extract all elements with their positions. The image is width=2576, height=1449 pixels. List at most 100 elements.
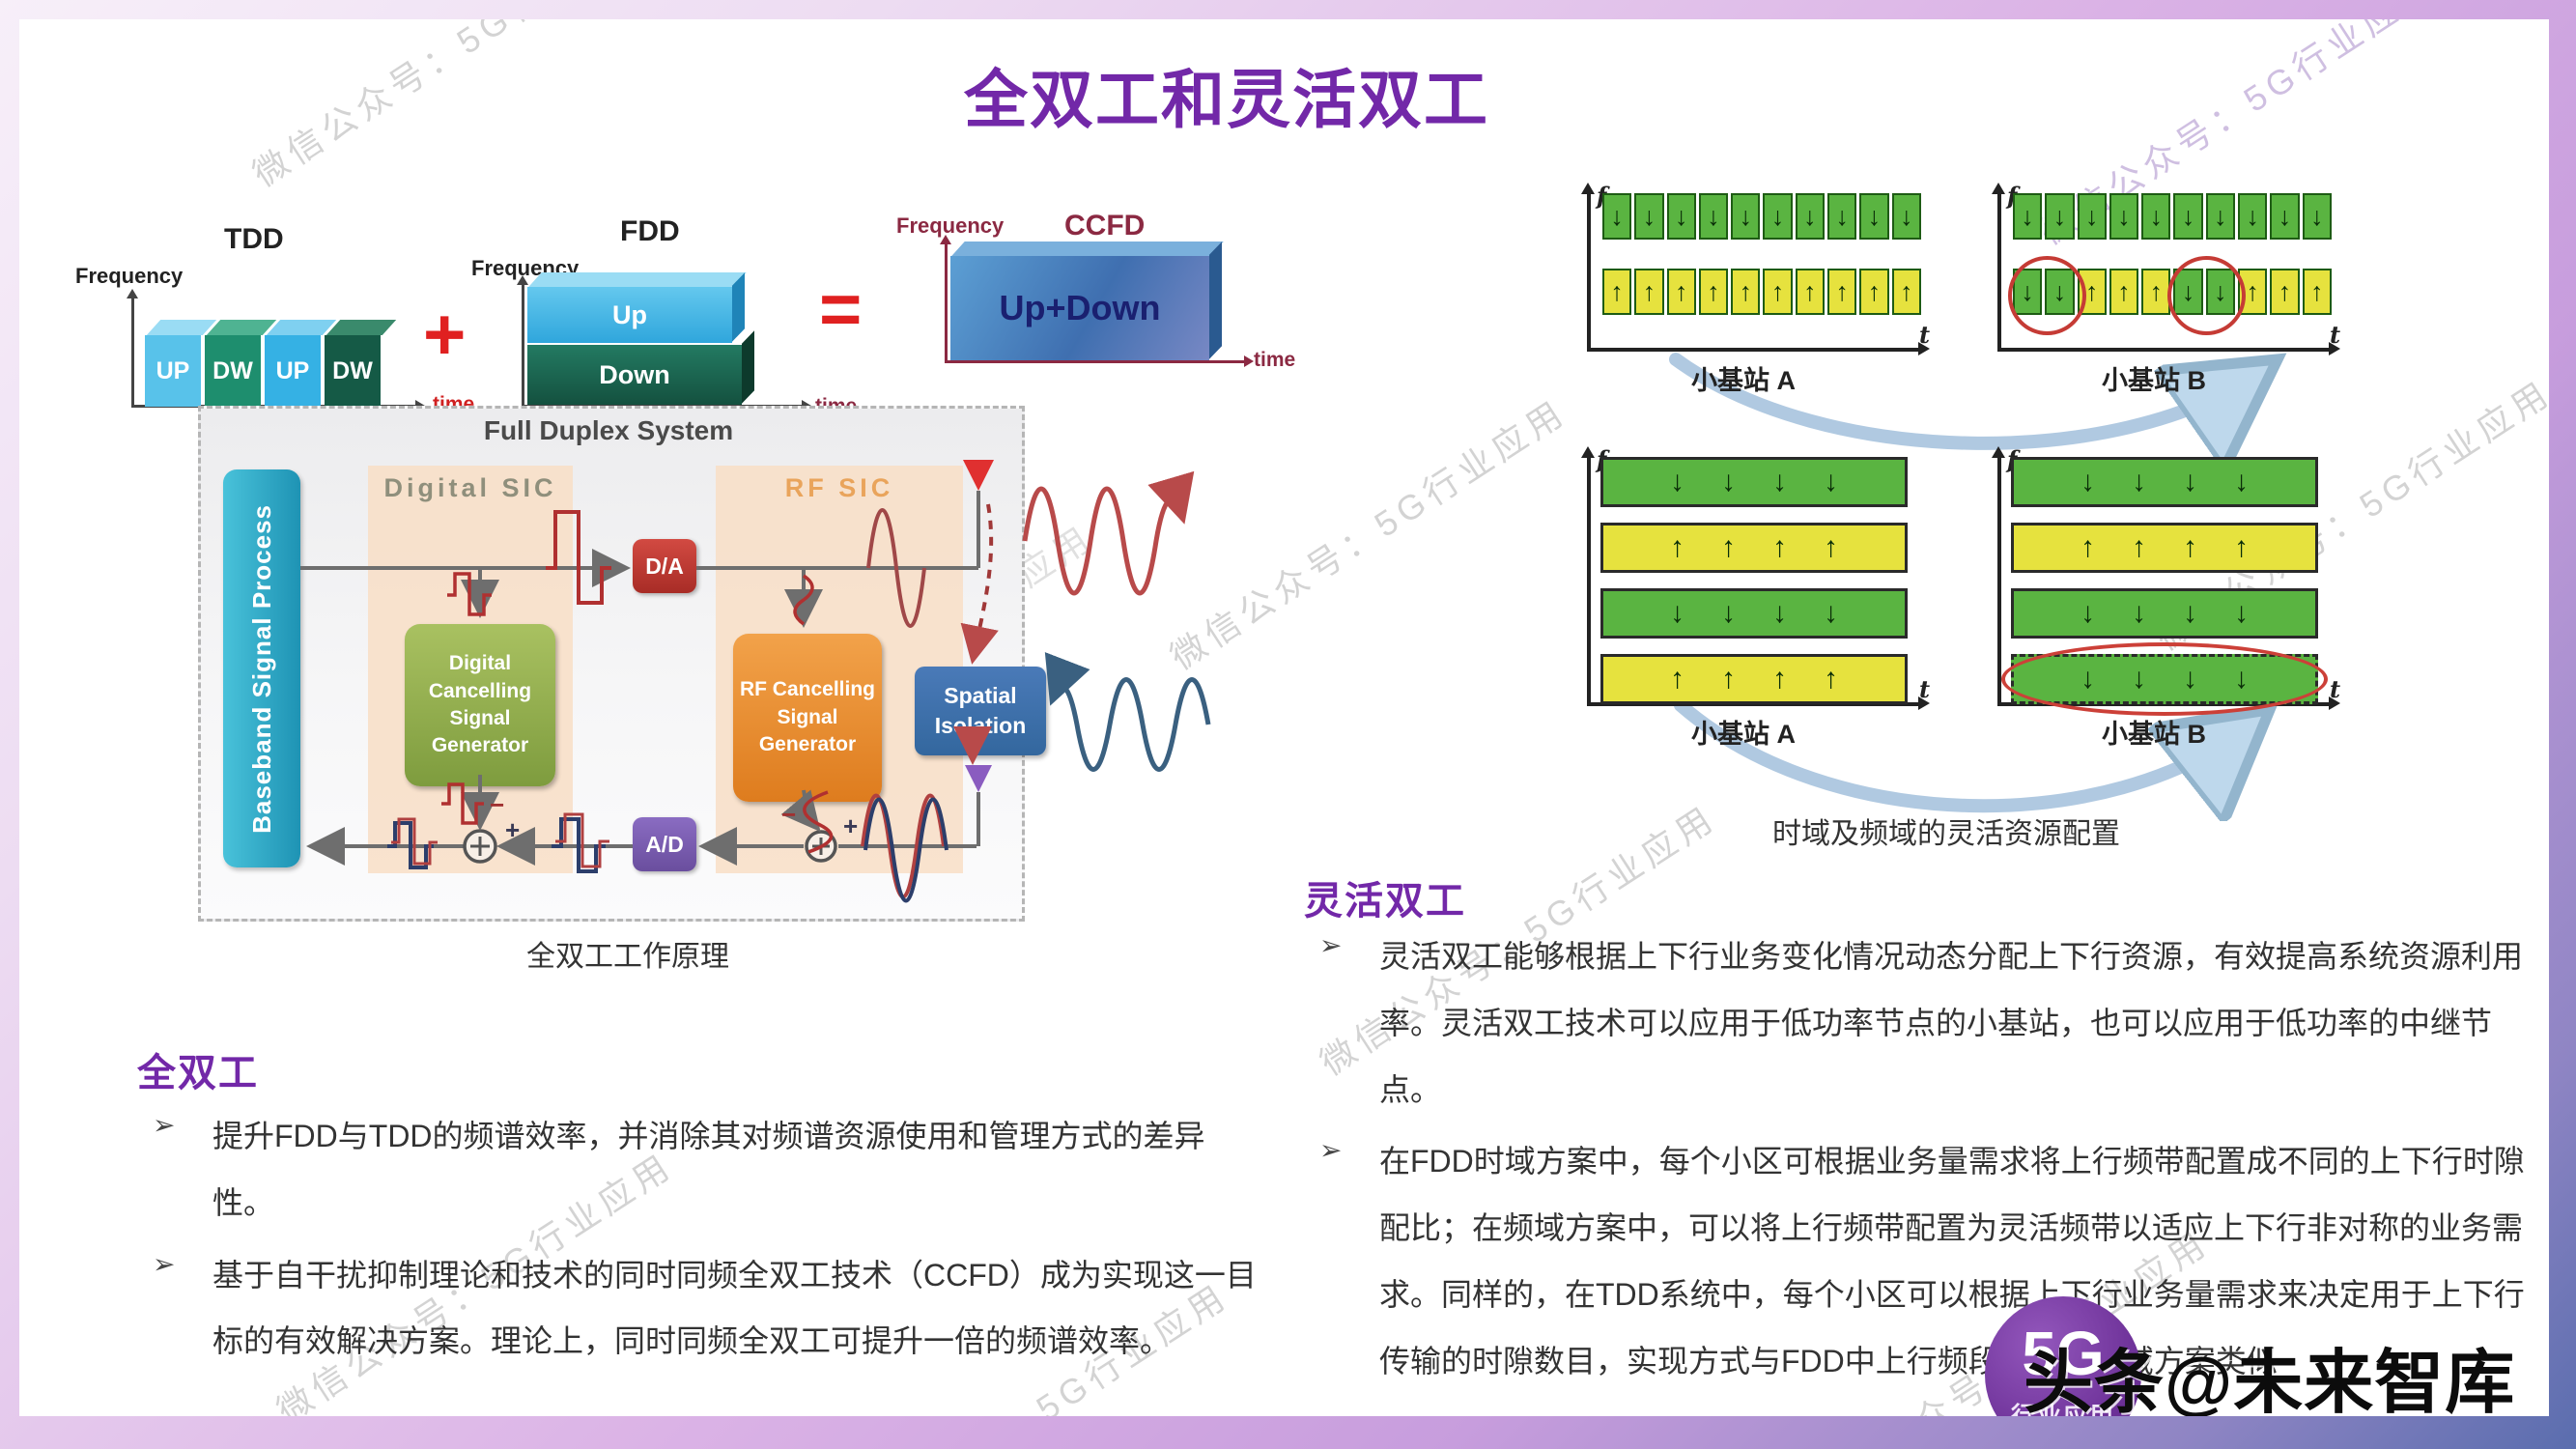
ccfd-frequency-label: Frequency — [896, 213, 1005, 238]
toutiao-watermark: 头条@未来智库 — [2024, 1345, 2516, 1416]
adder1-plus-sign: + — [505, 815, 521, 844]
ad-label: A/D — [645, 831, 684, 857]
resource-cell: ↓ — [2045, 193, 2075, 240]
bullet-item: ➢基于自干扰抑制理论和技术的同时同频全双工技术（CCFD）成为实现这一目标的有效… — [137, 1242, 1277, 1376]
resource-cell: ↓ — [2205, 193, 2236, 240]
direction-arrow: ↓ — [2081, 597, 2095, 629]
system-title: Full Duplex System — [483, 415, 734, 445]
direction-arrow: ↑ — [1824, 663, 1838, 695]
t-axis — [1587, 696, 1930, 710]
resource-row: ↓↓↓↓ — [1600, 457, 1908, 507]
5g-industry-logo: 5G 行业应用 — [1985, 1296, 2141, 1416]
direction-arrow: ↑ — [1824, 531, 1838, 563]
t-axis-label: t — [1919, 675, 1931, 703]
bullet-marker-icon: ➢ — [153, 1110, 176, 1140]
bullet-text: 提升FDD与TDD的频谱效率，并消除其对频谱资源使用和管理方式的差异性。 — [212, 1119, 1205, 1220]
resource-cell: ↑ — [1698, 269, 1729, 315]
slide-canvas: 微信公众号：5G行业应用 微信公众号：5G行业应用 微信公众号：5G行业应用 微… — [19, 19, 2549, 1416]
t-axis — [1997, 342, 2340, 355]
resource-row: ↓↓↓↓ — [2001, 642, 2328, 716]
resource-cell: ↓ — [1763, 193, 1793, 240]
watermark-text: 微信公众号：5G行业应用 — [245, 19, 657, 195]
f-axis — [1581, 183, 1595, 350]
resource-cell: ↑ — [1731, 269, 1761, 315]
rf-cancelling-generator-label: RF Cancelling Signal Generator — [739, 678, 876, 756]
block-label: UP — [265, 335, 321, 407]
f-axis-label: f — [1597, 182, 1606, 210]
fdd-down-label: Down — [599, 359, 670, 389]
logo-5g-text: 5G — [2022, 1319, 2105, 1388]
resource-cell: ↓ — [1698, 193, 1729, 240]
highlight-ellipse — [2001, 642, 2328, 716]
da-converter-block: D/A — [633, 539, 696, 593]
direction-arrow: ↓ — [2183, 466, 2197, 497]
logo-industry-text: 行业应用 — [2010, 1403, 2115, 1416]
resource-cell: ↑ — [2109, 269, 2139, 315]
digital-sic-label: Digital SIC — [383, 473, 557, 502]
ad-converter-block: A/D — [633, 817, 696, 871]
resource-cell: ↑ — [1827, 269, 1857, 315]
station-a-label: 小基站 A — [1691, 366, 1796, 395]
f-axis-label: f — [2007, 182, 2017, 210]
resource-cell: ↓ — [1602, 193, 1632, 240]
bullet-item: ➢ 提升FDD与TDD的频谱效率，并消除其对频谱资源使用和管理方式的差异性。 — [137, 1103, 1277, 1236]
direction-arrow: ↓ — [2234, 597, 2249, 629]
resource-row: ↓↓↓↓↓↓↓↓↓↓ — [2013, 193, 2332, 240]
f-axis — [1992, 183, 2005, 350]
direction-arrow: ↑ — [1772, 531, 1787, 563]
resource-cell: ↑ — [1795, 269, 1826, 315]
page-title: 全双工和灵活双工 — [964, 64, 1489, 135]
direction-arrow: ↑ — [2081, 531, 2095, 563]
direction-arrow: ↑ — [1721, 531, 1736, 563]
resource-cell: ↓ — [2109, 193, 2139, 240]
tdd-block-dw-2: DW — [205, 318, 277, 407]
resource-cell: ↑ — [2270, 269, 2300, 315]
highlight-circle — [2167, 256, 2246, 335]
direction-arrow: ↓ — [2081, 466, 2095, 497]
direction-arrow: ↓ — [1670, 597, 1684, 629]
resource-cell: ↓ — [2141, 193, 2171, 240]
full-duplex-bullet-list: ➢ 提升FDD与TDD的频谱效率，并消除其对频谱资源使用和管理方式的差异性。 ➢基于… — [137, 1103, 1277, 1380]
bullet-marker-icon: ➢ — [153, 1248, 176, 1279]
resource-grid-bottom-station-a: f t ↓↓↓↓↑↑↑↑↓↓↓↓↑↑↑↑ — [1550, 445, 1937, 724]
resource-cell: ↓ — [1731, 193, 1761, 240]
resource-cell: ↓ — [2270, 193, 2300, 240]
full-duplex-heading: 全双工 — [137, 1052, 259, 1094]
direction-arrow: ↓ — [1824, 597, 1838, 629]
resource-row: ↓↓↓↓↓↓↓↓↓↓ — [1602, 193, 1921, 240]
fdd-down-side-face — [742, 330, 754, 404]
direction-arrow: ↑ — [1721, 663, 1736, 695]
transfer-arrow-bottom — [1674, 698, 2357, 821]
spatial-isolation-block: Spatial Isolation — [915, 667, 1046, 755]
station-b-label: 小基站 B — [2102, 720, 2206, 749]
ccfd-top-face — [951, 242, 1224, 256]
fdd-title: FDD — [620, 215, 680, 247]
resource-row: ↓↓↑↑↑↓↓↑↑↑ — [2008, 256, 2332, 335]
fdd-down-block: Down — [527, 330, 754, 405]
direction-arrow: ↑ — [1772, 663, 1787, 695]
resource-cell: ↑ — [1763, 269, 1793, 315]
ccfd-title: CCFD — [1064, 210, 1146, 242]
tdd-frequency-label: Frequency — [75, 264, 184, 288]
ccfd-frequency-axis — [940, 235, 951, 362]
rf-sic-label: RF SIC — [784, 473, 894, 502]
spatial-isolation-label: Spatial Isolation — [934, 682, 1027, 738]
resource-cell: ↓ — [2238, 193, 2268, 240]
station-a-label: 小基站 A — [1691, 720, 1796, 749]
direction-arrow: ↑ — [2234, 531, 2249, 563]
tdd-title: TDD — [224, 223, 284, 255]
digital-cancelling-generator-label: Digital Cancelling Signal Generator — [428, 652, 532, 757]
adder1-minus-sign: − — [490, 790, 505, 819]
flexible-resource-caption: 时域及频域的灵活资源配置 — [1772, 818, 2120, 850]
full-duplex-system-diagram: Full Duplex System Baseband Signal Proce… — [198, 406, 1270, 923]
resource-cell: ↓ — [1634, 193, 1664, 240]
fdd-frequency-axis — [517, 275, 528, 407]
flexible-duplex-heading: 灵活双工 — [1304, 880, 1466, 923]
direction-arrow: ↓ — [1721, 466, 1736, 497]
resource-cell: ↑ — [2238, 269, 2268, 315]
ccfd-updown-label: Up+Down — [999, 288, 1161, 327]
resource-cell: ↑ — [1602, 269, 1632, 315]
plus-operator: + — [423, 294, 467, 376]
rf-cancelling-generator-block: RF Cancelling Signal Generator — [733, 634, 882, 802]
